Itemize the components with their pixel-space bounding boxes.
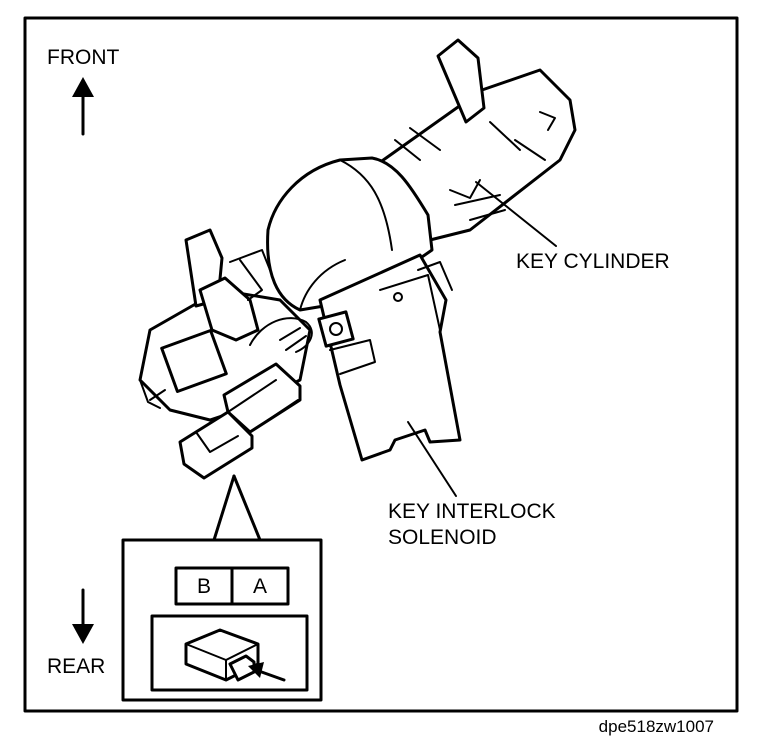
terminal-b-cell — [174, 566, 234, 606]
solenoid-leader — [407, 421, 457, 497]
key-cylinder-label: KEY CYLINDER — [516, 250, 670, 273]
figure-frame — [23, 16, 739, 713]
solenoid-wire — [249, 317, 313, 353]
connector-callout-lines — [212, 474, 262, 542]
terminal-b-label: B — [197, 575, 211, 598]
figure-id: dpe518zw1007 — [599, 717, 714, 736]
key-cylinder-leader — [475, 181, 557, 247]
key-interlock-solenoid — [317, 253, 462, 462]
solenoid-connector — [178, 362, 302, 480]
solenoid-label-line1: KEY INTERLOCK — [388, 500, 556, 523]
connector-inset: B A — [121, 538, 323, 702]
rear-label: REAR — [47, 655, 105, 678]
solenoid-label-line2: SOLENOID — [388, 526, 497, 549]
front-label: FRONT — [47, 46, 119, 69]
terminal-a-cell — [230, 566, 290, 606]
rear-arrow-icon — [72, 588, 94, 644]
steering-lock-assembly — [138, 38, 577, 480]
front-arrow-icon — [72, 77, 94, 136]
terminal-a-label: A — [253, 575, 267, 598]
key-cylinder — [370, 38, 577, 242]
locator-arrow-icon — [248, 662, 286, 682]
